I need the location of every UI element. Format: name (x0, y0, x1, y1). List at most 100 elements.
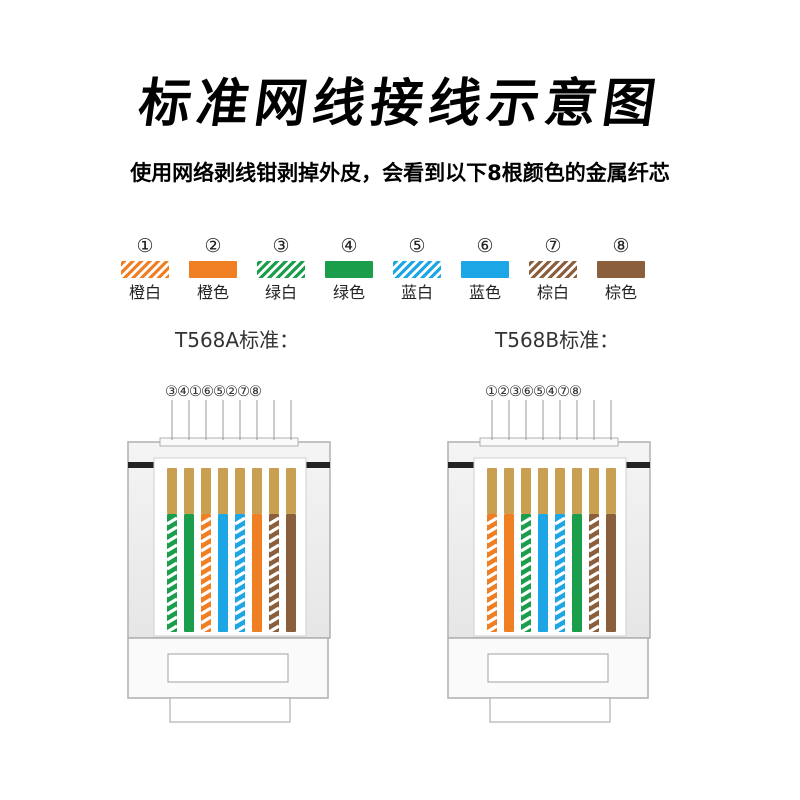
wire-stripe (200, 579, 212, 589)
wire-stripe (166, 570, 178, 580)
wire-stripe (200, 543, 212, 553)
wire-stripe (554, 534, 566, 544)
wire-stripe (166, 534, 178, 544)
wire-stripe (200, 570, 212, 580)
wire-stripe (200, 606, 212, 616)
wire-stripe (234, 534, 246, 544)
wire-stripe (554, 624, 566, 634)
wire-stripe (166, 588, 178, 598)
wire-stripe (588, 615, 600, 625)
wire-stripe (166, 516, 178, 526)
wire-stripe (200, 597, 212, 607)
wire-stripe (200, 615, 212, 625)
legend-swatch (461, 261, 509, 278)
wire-stripe (200, 624, 212, 634)
gold-pin (269, 468, 279, 514)
legend-label: 蓝白 (400, 283, 433, 302)
wire-stripe (166, 561, 178, 571)
gold-pin (589, 468, 599, 514)
wire-stripe (588, 516, 600, 526)
legend-swatch (325, 261, 373, 278)
color-legend: ① 橙白 ② 橙色 ③ 绿白 ④ 绿色 ⑤ 蓝白 ⑥ 蓝色 ⑦ 棕白 ⑧ 棕色 (110, 234, 690, 314)
legend-item-4: ④ 绿色 (314, 234, 384, 305)
wire-stripe (234, 561, 246, 571)
wire-stripe (554, 525, 566, 535)
wire-stripe (234, 525, 246, 535)
wire-stripe (268, 624, 280, 634)
legend-item-7: ⑦ 棕白 (518, 234, 588, 305)
wire-stripe (268, 579, 280, 589)
wire-stripe (200, 588, 212, 598)
legend-item-8: ⑧ 棕色 (586, 234, 656, 305)
wire-stripe (588, 561, 600, 571)
page-subtitle: 使用网络剥线钳剥掉外皮，会看到以下8根颜色的金属纤芯 (130, 161, 670, 185)
wire-stripe (268, 516, 280, 526)
gold-pin (235, 468, 245, 514)
wire-stripe (520, 588, 532, 598)
gold-pin (252, 468, 262, 514)
legend-number: ④ (340, 235, 358, 257)
wire-stripe (268, 525, 280, 535)
wire-stripe (200, 534, 212, 544)
wire-stripe (166, 543, 178, 553)
wire-stripe (486, 606, 498, 616)
wire-solid (286, 514, 296, 632)
wire-stripe (588, 597, 600, 607)
wire-stripe (554, 588, 566, 598)
wire-stripe (486, 588, 498, 598)
wire-stripe (166, 597, 178, 607)
wire-stripe (486, 615, 498, 625)
gold-pin (555, 468, 565, 514)
wire-stripe (166, 552, 178, 562)
wire-stripe (234, 615, 246, 625)
wire-stripe (200, 525, 212, 535)
wire-stripe (588, 543, 600, 553)
wire-stripe (234, 516, 246, 526)
legend-label: 橙白 (128, 283, 161, 302)
legend-label: 橙色 (196, 283, 229, 302)
wire-stripe (234, 543, 246, 553)
wire-stripe (588, 534, 600, 544)
wire-stripe (268, 615, 280, 625)
plug-wire-channel (153, 457, 307, 637)
gold-pin (504, 468, 514, 514)
gold-pin (201, 468, 211, 514)
t568b-pin-order: ①②③⑥⑤④⑦⑧ (485, 384, 582, 400)
gold-pin (487, 468, 497, 514)
wire-stripe (486, 534, 498, 544)
wire-stripe (166, 606, 178, 616)
gold-pin (538, 468, 548, 514)
wire-stripe (166, 624, 178, 634)
plug-boot (127, 637, 329, 699)
wire-stripe (554, 606, 566, 616)
wire-stripe (554, 552, 566, 562)
wire-stripe (200, 552, 212, 562)
wire-stripe (166, 615, 178, 625)
wire-stripe (554, 561, 566, 571)
wire-stripe (520, 552, 532, 562)
wire-stripe (234, 597, 246, 607)
wire-stripe (554, 570, 566, 580)
wire-stripe (268, 534, 280, 544)
legend-swatch (189, 261, 237, 278)
wire-stripe (486, 516, 498, 526)
legend-item-1: ① 橙白 (110, 234, 180, 305)
page-title: 标准网线接线示意图 (134, 74, 666, 134)
legend-swatch (121, 261, 169, 278)
wire-stripe (588, 624, 600, 634)
plug-wire-channel (473, 457, 627, 637)
wire-stripe (486, 543, 498, 553)
legend-label: 绿白 (264, 283, 297, 302)
wire-solid (504, 514, 514, 632)
wire-stripe (588, 552, 600, 562)
wire-stripe (166, 579, 178, 589)
wire-stripe (268, 606, 280, 616)
wire-stripe (588, 579, 600, 589)
wire-stripe (554, 597, 566, 607)
legend-number: ⑤ (408, 235, 426, 257)
wire-stripe (268, 561, 280, 571)
wire-solid (606, 514, 616, 632)
wire-solid (184, 514, 194, 632)
t568a-label: T568A标准： (175, 328, 300, 352)
wire-stripe (200, 561, 212, 571)
